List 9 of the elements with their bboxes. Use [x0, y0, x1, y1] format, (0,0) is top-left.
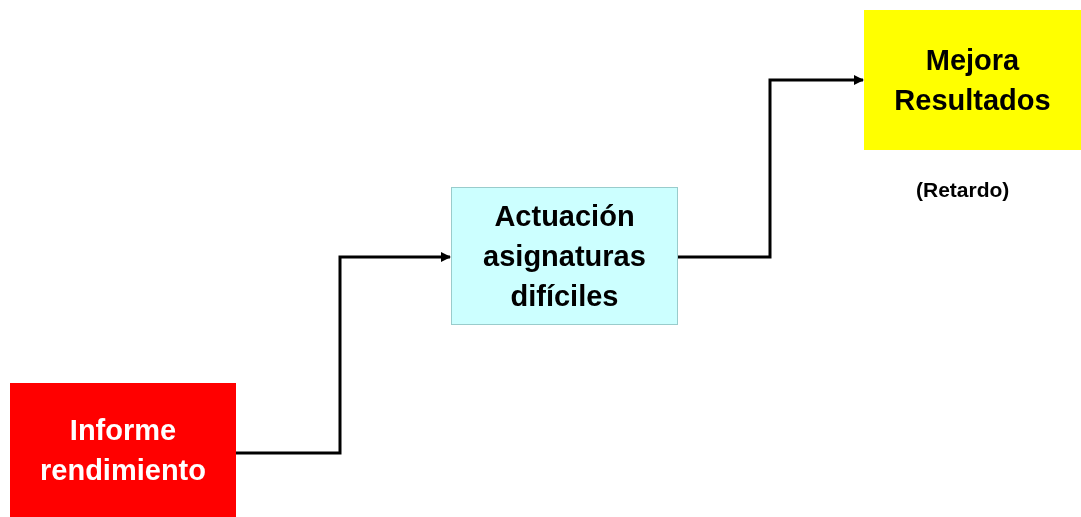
- box-label: Informe rendimiento: [39, 413, 207, 488]
- process-box: [864, 10, 1081, 150]
- arrow: [678, 75, 864, 259]
- arrow: [236, 252, 451, 455]
- box-label: Actuación asignaturas difíciles: [482, 198, 647, 314]
- process-box: [10, 383, 236, 517]
- note-text: (Retardo): [916, 178, 1010, 202]
- box-label: Mejora Resultados: [893, 43, 1052, 118]
- process-box: [451, 187, 678, 325]
